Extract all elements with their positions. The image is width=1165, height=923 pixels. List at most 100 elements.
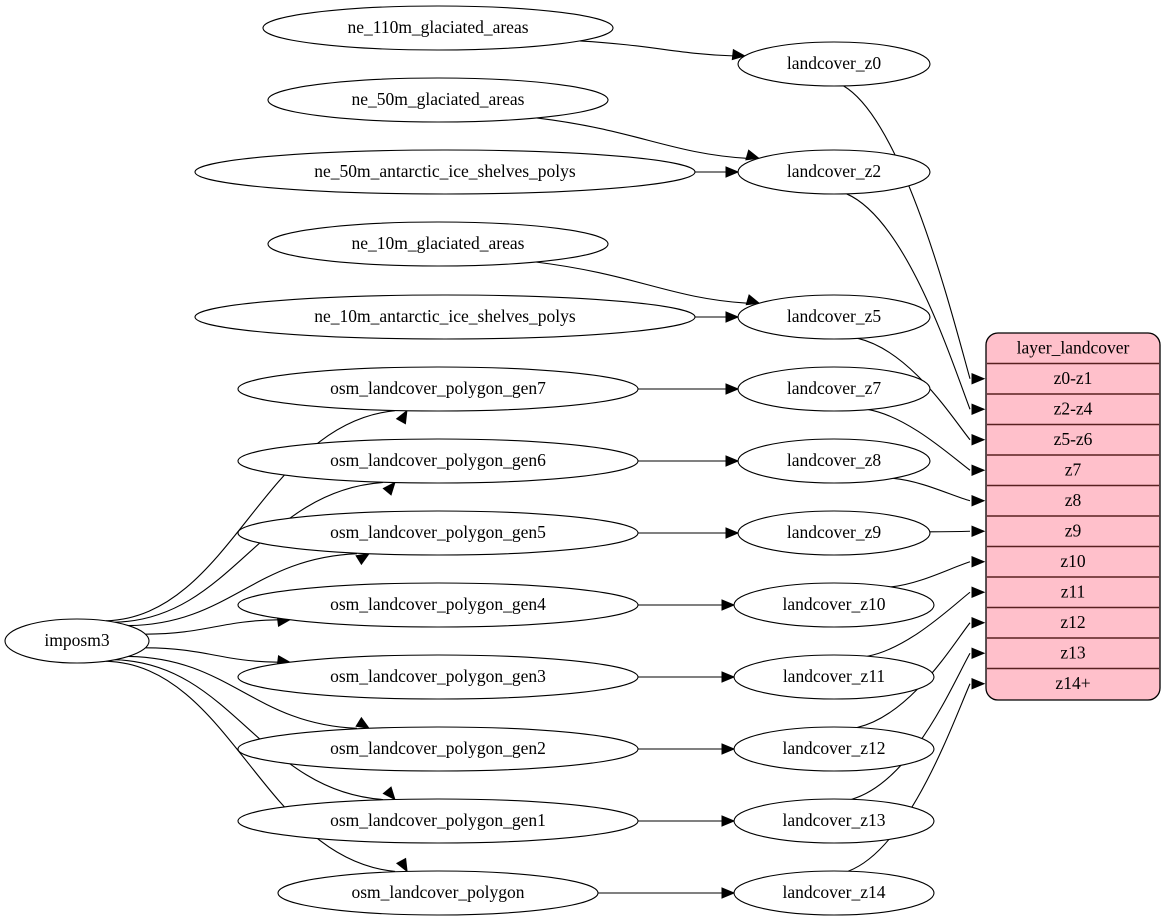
edge-landcover_z14-to-layer-landcover-z14- xyxy=(847,683,971,872)
node-label: landcover_z14 xyxy=(782,882,885,902)
edge-arrow xyxy=(355,552,371,566)
node-osm_landcover_polygon_gen4[interactable]: osm_landcover_polygon_gen4 xyxy=(237,582,639,628)
node-landcover_z9[interactable]: landcover_z9 xyxy=(737,510,931,556)
node-osm_landcover_polygon_gen3[interactable]: osm_landcover_polygon_gen3 xyxy=(237,654,639,700)
node-ne_50m_glaciated_areas[interactable]: ne_50m_glaciated_areas xyxy=(267,77,609,123)
edge-landcover_z2-to-layer-landcover-z2-z4 xyxy=(846,193,971,410)
edge-arrow xyxy=(971,678,986,690)
edge-arrow xyxy=(721,599,736,611)
edge-imposm3-to-osm_landcover_polygon_gen2 xyxy=(128,655,358,729)
edge-landcover_z7-to-layer-landcover-z7 xyxy=(868,408,971,471)
node-osm_landcover_polygon_gen1[interactable]: osm_landcover_polygon_gen1 xyxy=(237,798,639,844)
node-label: osm_landcover_polygon_gen1 xyxy=(330,810,546,830)
node-shape-input xyxy=(237,438,639,484)
edge-imposm3-to-osm_landcover_polygon_gen3 xyxy=(145,647,278,663)
node-osm_landcover_polygon_gen7[interactable]: osm_landcover_polygon_gen7 xyxy=(237,366,639,412)
layer-landcover-table[interactable]: layer_landcoverz0-z1z2-z4z5-z6z7z8z9z10z… xyxy=(985,332,1161,701)
node-label: osm_landcover_polygon_gen5 xyxy=(330,522,546,542)
edge-imposm3-to-osm_landcover_polygon_gen4 xyxy=(145,619,278,635)
node-osm_landcover_polygon_gen6[interactable]: osm_landcover_polygon_gen6 xyxy=(237,438,639,484)
edge-landcover_z11-to-layer-landcover-z11 xyxy=(867,591,971,657)
node-shape-layer xyxy=(737,41,931,87)
node-ne_10m_glaciated_areas[interactable]: ne_10m_glaciated_areas xyxy=(267,221,609,267)
node-ne_50m_antarctic_ice_shelves_polys[interactable]: ne_50m_antarctic_ice_shelves_polys xyxy=(194,149,696,195)
edge-imposm3-to-osm_landcover_polygon_gen6 xyxy=(114,481,383,623)
table-row-z10[interactable]: z10 xyxy=(986,547,1160,578)
node-landcover_z14[interactable]: landcover_z14 xyxy=(733,870,935,916)
node-label: landcover_z5 xyxy=(787,306,882,326)
node-label: osm_landcover_polygon_gen7 xyxy=(330,378,546,398)
edge-arrow xyxy=(725,383,740,395)
node-label: landcover_z0 xyxy=(787,53,882,73)
edge-arrow xyxy=(971,434,986,446)
node-shape-input xyxy=(267,77,609,123)
node-landcover_z5[interactable]: landcover_z5 xyxy=(737,294,931,340)
node-landcover_z7[interactable]: landcover_z7 xyxy=(737,366,931,412)
edge-arrow xyxy=(721,815,736,827)
node-osm_landcover_polygon_gen5[interactable]: osm_landcover_polygon_gen5 xyxy=(237,510,639,556)
edge-landcover_z10-to-layer-landcover-z10 xyxy=(890,561,971,588)
edge-arrow xyxy=(725,527,740,539)
edge-arrow xyxy=(725,166,740,178)
edge-imposm3-to-osm_landcover_polygon_gen7 xyxy=(105,410,395,622)
node-label: osm_landcover_polygon_gen3 xyxy=(330,666,546,686)
edge-arrow xyxy=(971,556,986,568)
table-row-z8[interactable]: z8 xyxy=(986,486,1160,517)
node-imposm3[interactable]: imposm3 xyxy=(4,618,150,664)
node-label: landcover_z9 xyxy=(787,522,882,542)
edge-arrow xyxy=(971,495,986,507)
edge-ne_110m_glaciated_areas-to-landcover_z0 xyxy=(579,40,733,57)
edge-arrow xyxy=(971,647,986,659)
node-landcover_z2[interactable]: landcover_z2 xyxy=(737,149,931,195)
node-label: ne_110m_glaciated_areas xyxy=(347,17,528,37)
node-ne_110m_glaciated_areas[interactable]: ne_110m_glaciated_areas xyxy=(262,5,614,51)
edge-arrow xyxy=(745,149,761,161)
edge-arrow xyxy=(745,294,761,306)
node-label: ne_50m_glaciated_areas xyxy=(352,89,525,109)
table-row-label: z13 xyxy=(1060,642,1086,662)
node-landcover_z0[interactable]: landcover_z0 xyxy=(737,41,931,87)
node-landcover_z13[interactable]: landcover_z13 xyxy=(733,798,935,844)
edge-arrow xyxy=(971,525,986,537)
table-row-label: z2-z4 xyxy=(1054,398,1093,418)
node-shape-input xyxy=(237,582,639,628)
node-shape-layer xyxy=(733,582,935,628)
table-row-z7[interactable]: z7 xyxy=(986,455,1160,486)
edge-landcover_z8-to-layer-landcover-z8 xyxy=(893,477,971,502)
node-osm_landcover_polygon_gen2[interactable]: osm_landcover_polygon_gen2 xyxy=(237,726,639,772)
table-row-z11[interactable]: z11 xyxy=(986,577,1160,608)
node-ne_10m_antarctic_ice_shelves_polys[interactable]: ne_10m_antarctic_ice_shelves_polys xyxy=(194,294,696,340)
node-shape-layer xyxy=(733,726,935,772)
table-row-z9[interactable]: z9 xyxy=(986,516,1160,547)
node-label: osm_landcover_polygon xyxy=(351,882,524,902)
table-row-z13[interactable]: z13 xyxy=(986,638,1160,669)
edge-imposm3-to-osm_landcover_polygon_gen5 xyxy=(128,553,358,627)
edge-imposm3-to-osm_landcover_polygon xyxy=(105,660,396,872)
edge-arrow xyxy=(382,481,396,496)
edge-arrow xyxy=(721,887,736,899)
table-row-z12[interactable]: z12 xyxy=(986,608,1160,639)
node-landcover_z11[interactable]: landcover_z11 xyxy=(733,654,935,700)
edge-arrow xyxy=(355,716,371,730)
node-landcover_z8[interactable]: landcover_z8 xyxy=(737,438,931,484)
node-landcover_z10[interactable]: landcover_z10 xyxy=(733,582,935,628)
table-row-z5-z6[interactable]: z5-z6 xyxy=(986,425,1160,456)
edge-arrow xyxy=(971,617,986,629)
node-label: landcover_z11 xyxy=(783,666,885,686)
edge-arrow xyxy=(382,786,396,801)
table-row-z0-z1[interactable]: z0-z1 xyxy=(986,364,1160,395)
table-row-z2-z4[interactable]: z2-z4 xyxy=(986,394,1160,425)
node-shape-layer xyxy=(737,294,931,340)
node-shape-layer xyxy=(737,366,931,412)
edge-ne_50m_glaciated_areas-to-landcover_z2 xyxy=(536,117,747,159)
node-label: ne_10m_glaciated_areas xyxy=(352,233,525,253)
table-row-z14-[interactable]: z14+ xyxy=(986,669,1160,700)
node-label: landcover_z8 xyxy=(787,450,882,470)
node-shape-input xyxy=(194,294,696,340)
node-shape-layer xyxy=(733,870,935,916)
node-label: landcover_z7 xyxy=(787,378,882,398)
node-landcover_z12[interactable]: landcover_z12 xyxy=(733,726,935,772)
node-osm_landcover_polygon[interactable]: osm_landcover_polygon xyxy=(277,870,599,916)
